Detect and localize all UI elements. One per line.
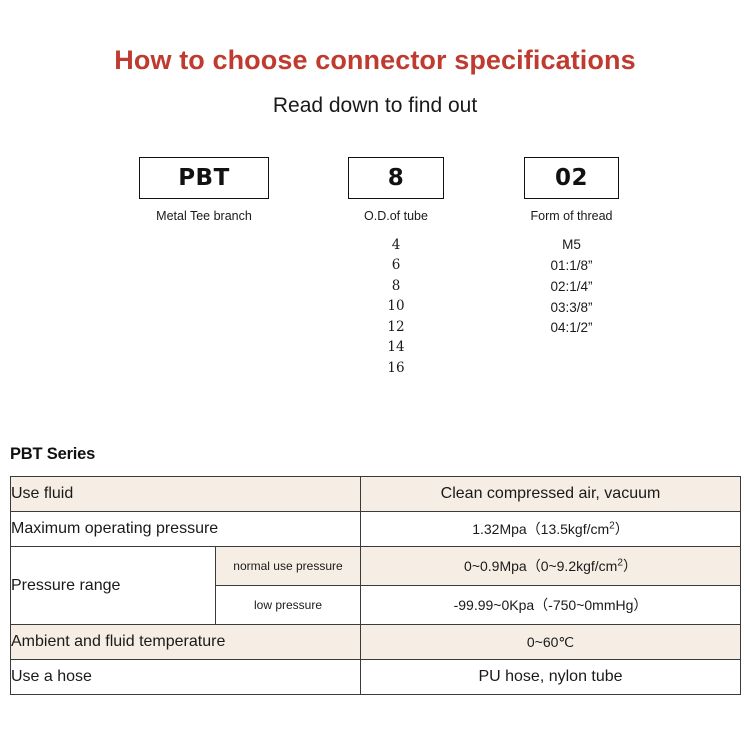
spec-label-max-pressure: Maximum operating pressure bbox=[10, 511, 361, 547]
code-option-item: 4 bbox=[391, 236, 401, 253]
code-option-item: M5 bbox=[562, 236, 581, 252]
page-subtitle: Read down to find out bbox=[272, 93, 478, 117]
code-option-item: 02:1/4” bbox=[550, 278, 593, 294]
spec-value-max-pressure-tail: ） bbox=[614, 521, 629, 537]
spec-value-max-pressure: 1.32Mpa（13.5kgf/cm2） bbox=[360, 511, 741, 547]
code-breakdown-section: PBT Metal Tee branch 8 O.D.of tube 4 6 8… bbox=[0, 156, 750, 376]
code-label-series: Metal Tee branch bbox=[156, 208, 252, 223]
spec-label-use-a-hose: Use a hose bbox=[10, 659, 361, 695]
spec-sublabel-normal-use-pressure: normal use pressure bbox=[215, 546, 361, 586]
code-option-item: 03:3/8” bbox=[550, 299, 593, 315]
spec-value-max-pressure-main: 1.32Mpa（13.5kgf/cm bbox=[472, 521, 610, 537]
code-box-thread-form-text: 02 bbox=[554, 164, 588, 191]
spec-value-max-pressure-sup: 2 bbox=[609, 520, 615, 532]
code-options-thread-form: M5 01:1/8” 02:1/4” 03:3/8” 04:1/2” bbox=[524, 223, 619, 340]
code-box-series-text: PBT bbox=[178, 164, 230, 191]
spec-label-pressure-range: Pressure range bbox=[10, 546, 216, 625]
code-option-item: 04:1/2” bbox=[550, 320, 593, 336]
code-option-item: 12 bbox=[387, 318, 405, 335]
code-label-tube-od: O.D.of tube bbox=[364, 208, 428, 223]
code-box-tube-od-text: 8 bbox=[387, 164, 405, 191]
page-header: How to choose connector specifications R… bbox=[0, 0, 750, 117]
table-row: Use a hose PU hose, nylon tube bbox=[10, 659, 741, 695]
table-row: Ambient and fluid temperature 0~60℃ bbox=[10, 624, 741, 660]
spec-value-use-fluid: Clean compressed air, vacuum bbox=[360, 476, 741, 512]
table-row: Use fluid Clean compressed air, vacuum bbox=[10, 476, 741, 512]
spec-value-ambient-temperature: 0~60℃ bbox=[360, 624, 741, 660]
code-column-tube-od: 8 O.D.of tube 4 6 8 10 12 14 16 bbox=[348, 156, 444, 379]
spec-value-low-pressure: -99.99~0Kpa（-750~0mmHg） bbox=[360, 585, 741, 625]
spec-value-normal-use-pressure-main: 0~0.9Mpa（0~9.2kgf/cm bbox=[464, 558, 618, 574]
code-box-series: PBT bbox=[139, 156, 269, 199]
code-box-thread-form: 02 bbox=[524, 156, 619, 199]
specification-table: Use fluid Clean compressed air, vacuum M… bbox=[10, 476, 741, 695]
spec-value-normal-use-pressure-tail: ） bbox=[622, 558, 637, 574]
code-option-item: 01:1/8” bbox=[550, 257, 593, 273]
code-column-series: PBT Metal Tee branch bbox=[139, 156, 269, 223]
spec-value-use-a-hose: PU hose, nylon tube bbox=[360, 659, 741, 695]
spec-value-normal-use-pressure-sup: 2 bbox=[617, 557, 623, 569]
spec-label-ambient-temperature: Ambient and fluid temperature bbox=[10, 624, 361, 660]
code-option-item: 8 bbox=[391, 277, 401, 294]
series-heading: PBT Series bbox=[10, 445, 96, 463]
spec-value-normal-use-pressure: 0~0.9Mpa（0~9.2kgf/cm2） bbox=[360, 546, 741, 586]
code-option-item: 6 bbox=[391, 257, 401, 274]
code-box-tube-od: 8 bbox=[348, 156, 444, 199]
code-column-thread-form: 02 Form of thread M5 01:1/8” 02:1/4” 03:… bbox=[524, 156, 619, 340]
code-options-tube-od: 4 6 8 10 12 14 16 bbox=[348, 223, 444, 379]
page-title: How to choose connector specifications bbox=[114, 45, 636, 75]
code-option-item: 10 bbox=[387, 298, 405, 315]
spec-sublabel-low-pressure: low pressure bbox=[215, 585, 361, 625]
code-option-item: 14 bbox=[387, 339, 405, 356]
spec-label-use-fluid: Use fluid bbox=[10, 476, 361, 512]
code-label-thread-form: Form of thread bbox=[530, 208, 613, 223]
table-row: Pressure range normal use pressure 0~0.9… bbox=[10, 546, 741, 625]
table-row: Maximum operating pressure 1.32Mpa（13.5k… bbox=[10, 511, 741, 547]
code-option-item: 16 bbox=[387, 359, 405, 376]
